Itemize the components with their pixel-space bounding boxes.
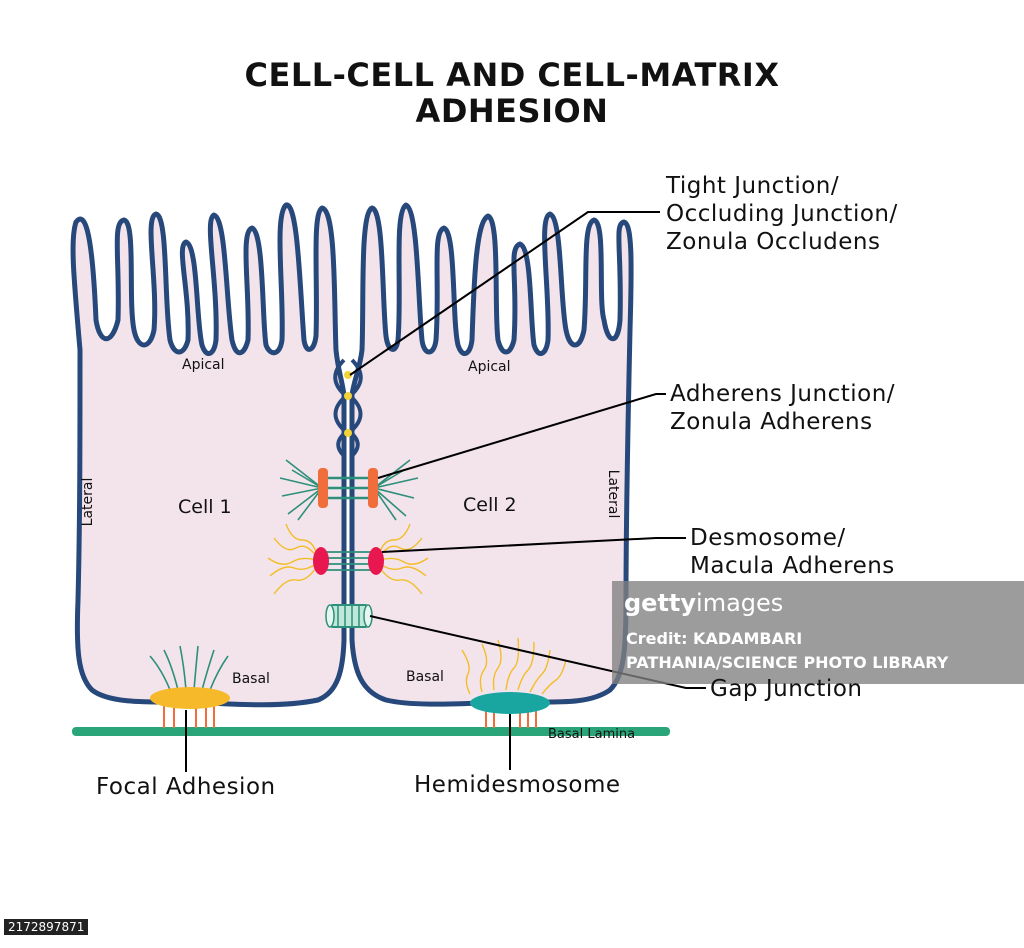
gap-junction-channel	[325, 604, 373, 628]
tight-junction-label: Tight Junction/ Occluding Junction/ Zonu…	[666, 172, 898, 256]
tight-junction-protein-2	[344, 392, 352, 400]
desmosome-plaque-left	[313, 547, 329, 575]
desmosome-label-line-1: Desmosome/	[690, 525, 846, 551]
tight-junction-label-line-3: Zonula Occludens	[666, 229, 881, 255]
leader-lines	[185, 211, 706, 772]
watermark-credit-line-2: PATHANIA/SCIENCE PHOTO LIBRARY	[626, 653, 949, 672]
basal-lamina-label: Basal Lamina	[548, 727, 636, 742]
tight-junction-membrane-left	[333, 358, 350, 458]
cell-1-lateral-label: Lateral	[80, 477, 96, 527]
cell-1-name: Cell 1	[178, 496, 232, 518]
cell-2-name: Cell 2	[463, 494, 517, 516]
watermark-credit-line-1: Credit: KADAMBARI	[626, 629, 803, 648]
cell-2-apical-label: Apical	[468, 359, 511, 375]
focal-adhesion-plaque	[150, 687, 230, 709]
getty-logo: gettyimages	[624, 589, 784, 617]
cell-1-apical-label: Apical	[182, 357, 225, 373]
focal-adhesion-label: Focal Adhesion	[96, 774, 276, 800]
title-line-1: CELL-CELL AND CELL-MATRIX	[244, 56, 780, 94]
gap-junction-label: Gap Junction	[710, 676, 863, 702]
desmosome-cadherins	[324, 551, 372, 571]
adherens-junction-label-line-2: Zonula Adherens	[670, 409, 873, 435]
adherens-junction-label: Adherens Junction/ Zonula Adherens	[670, 380, 895, 436]
tight-junction-protein-1	[344, 371, 352, 379]
leader-adherens-junction	[377, 393, 666, 479]
title-line-2: ADHESION	[415, 92, 609, 130]
adherens-junction-label-line-1: Adherens Junction/	[670, 381, 896, 407]
hemidesmosome-integrins	[485, 710, 537, 728]
cell-2-body	[349, 202, 634, 707]
focal-adhesion-actin	[149, 645, 229, 691]
adherens-actin-fibers	[279, 459, 419, 521]
tight-junction-label-line-1: Tight Junction/	[666, 173, 840, 199]
adherens-plaque-right	[368, 468, 378, 508]
adherens-plaque-left	[318, 468, 328, 508]
leader-tight-junction	[349, 211, 660, 376]
tight-junction-membrane-right	[346, 358, 363, 458]
cell-1-body	[70, 202, 347, 708]
getty-watermark: gettyimages Credit: KADAMBARI PATHANIA/S…	[612, 581, 1024, 684]
focal-adhesion-integrins	[163, 706, 215, 728]
leader-desmosome	[381, 537, 686, 553]
tight-junction-protein-3	[344, 429, 352, 437]
adherens-cadherins	[326, 476, 370, 500]
desmosome-keratin-filaments	[267, 523, 429, 595]
hemidesmosome-label: Hemidesmosome	[414, 772, 621, 798]
image-id: 2172897871	[4, 919, 89, 935]
desmosome-label: Desmosome/ Macula Adherens	[690, 524, 895, 580]
desmosome-label-line-2: Macula Adherens	[690, 553, 895, 579]
basal-lamina	[72, 727, 670, 736]
watermark-credit: Credit: KADAMBARI PATHANIA/SCIENCE PHOTO…	[626, 627, 948, 675]
cell-2-lateral-label: Lateral	[605, 469, 621, 519]
tight-junction-label-line-2: Occluding Junction/	[666, 201, 898, 227]
leader-gap-junction	[369, 615, 706, 689]
cell-2-basal-label: Basal	[406, 669, 444, 685]
hemidesmosome-plaque	[470, 692, 550, 714]
desmosome-plaque-right	[368, 547, 384, 575]
cell-1-basal-label: Basal	[232, 671, 270, 687]
